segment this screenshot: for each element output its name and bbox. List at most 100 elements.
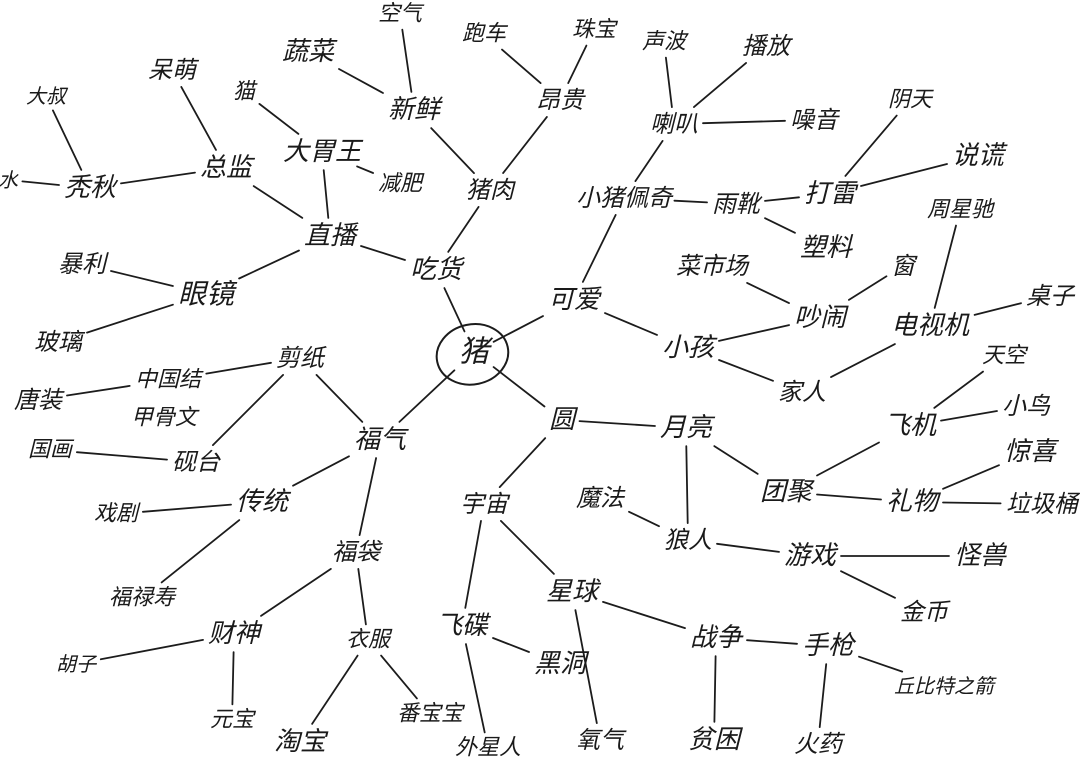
edge-yuan-yuzhou <box>498 437 547 489</box>
edge-qiuzhi-dahao <box>52 109 83 171</box>
node-center: 猪 <box>459 335 494 370</box>
edge-zhibo-zongjian <box>252 185 304 219</box>
edge-chaonao-chuanghu <box>848 275 888 301</box>
edge-chaonao-caishichang <box>746 281 790 305</box>
edge-dale-yintian <box>844 114 898 177</box>
edge-laba-zaoyin <box>702 119 786 125</box>
edge-chuantong-fulushou <box>160 519 241 584</box>
node-feiji: 飞机 <box>884 411 937 441</box>
edge-xinxian-kongqi <box>401 28 413 93</box>
node-shuohuang: 说谎 <box>952 141 1008 171</box>
node-langren: 狼人 <box>664 526 712 554</box>
node-jianfei: 减肥 <box>378 172 425 197</box>
edge-zhurou-xinxian <box>430 127 475 175</box>
node-tangzhuang: 唐装 <box>14 386 65 414</box>
node-fulushou: 福禄寿 <box>109 586 177 611</box>
edge-laba-chuanbo <box>693 62 747 108</box>
edge-fuqi-fudai <box>358 457 378 536</box>
edge-zongjian-qiuzhi <box>120 171 196 185</box>
edge-zhanzheng-shouqiang <box>746 639 798 645</box>
node-taobao: 淘宝 <box>274 727 329 757</box>
edge-yantai-guohua <box>76 451 168 461</box>
edge-xiaozhu-laba <box>634 139 664 183</box>
node-jiaguwen: 甲骨文 <box>131 406 200 431</box>
edge-qiuzhi-zuoedge <box>21 180 60 186</box>
mind-map-labels: 猪吃货猪肉昂贵珠宝跑车新鲜空气减肥大胃王蔬菜直播总监呆萌猫秃秋大叔水眼镜暴利玻璃… <box>0 2 1080 761</box>
edge-chihuo-zhurou <box>447 205 480 253</box>
edge-keai-xiaohai <box>604 312 658 336</box>
edge-zhibo-yanjing <box>238 249 300 280</box>
node-dianshi: 电视机 <box>891 311 970 341</box>
edge-yifu-fanbaobao <box>380 654 418 700</box>
node-dawei: 大胃王 <box>283 137 364 167</box>
mind-map-edges <box>21 28 1022 734</box>
edge-yueliang-tuanju <box>713 445 759 475</box>
node-xiaozhu: 小猪佩奇 <box>576 184 675 212</box>
node-zhanzheng: 战争 <box>690 623 744 653</box>
node-laba: 喇叭 <box>650 110 698 138</box>
node-maomeng: 呆萌 <box>148 56 200 84</box>
edge-xiaohai-jiaren <box>718 359 774 382</box>
edge-yuzhou-feidie <box>464 520 482 609</box>
node-yanjing: 眼镜 <box>178 278 238 311</box>
node-huoyao: 火药 <box>794 730 846 758</box>
edge-yuzhou-xingqiu <box>499 520 555 575</box>
node-zuoedge: 水 <box>0 168 19 192</box>
edge-xiaozhu-yuxie <box>673 199 708 204</box>
node-chuanbo: 播放 <box>742 32 794 60</box>
edge-center-fuqi <box>398 369 456 423</box>
edge-dawei-jianfei <box>356 165 375 174</box>
node-yuan: 圆 <box>549 405 579 435</box>
node-zhuozi: 桌子 <box>1026 282 1076 310</box>
node-jinbi: 金币 <box>900 598 951 626</box>
edge-fudai-yifu <box>357 568 367 626</box>
node-shengbo: 声波 <box>642 30 689 55</box>
edge-xingqiu-zhanzheng <box>602 601 686 629</box>
edge-yanjing-boli <box>86 303 174 334</box>
edge-fuqi-chuantong <box>292 455 350 487</box>
node-lajitong: 垃圾桶 <box>1006 490 1080 518</box>
node-qiubite: 丘比特之箭 <box>894 674 997 698</box>
node-pinkun: 贫困 <box>688 725 744 755</box>
edge-guihuo-paobu <box>501 48 542 84</box>
node-mofa: 魔法 <box>576 484 626 512</box>
node-chuantong: 传统 <box>236 487 292 517</box>
node-shucai: 蔬菜 <box>282 37 338 67</box>
node-yuzhou: 宇宙 <box>460 490 511 518</box>
node-jiaren: 家人 <box>778 378 826 406</box>
edge-feidie-heidong <box>492 637 530 653</box>
node-guohua: 国画 <box>28 438 75 463</box>
edge-yifu-taobao <box>311 654 359 725</box>
edge-zhibo-dawei <box>322 169 330 219</box>
node-tuanju: 团聚 <box>760 477 815 507</box>
node-fanbaobao: 番宝宝 <box>397 702 466 727</box>
node-chaonao: 吵闹 <box>794 303 849 333</box>
node-qiuzhi: 秃秋 <box>64 173 119 203</box>
node-zhoumo: 周星驰 <box>927 198 996 223</box>
node-yantai: 砚台 <box>172 448 221 476</box>
edge-yuan-yueliang <box>578 420 656 427</box>
edge-feiji-tiankong <box>933 370 984 409</box>
node-paobu: 跑车 <box>462 22 509 47</box>
node-caishen: 财神 <box>208 619 263 649</box>
node-yifu: 衣服 <box>346 628 393 653</box>
node-fudai: 福袋 <box>332 538 383 566</box>
node-fuqi: 福气 <box>354 425 409 455</box>
node-huzi: 胡子 <box>56 652 98 676</box>
node-tiankong: 天空 <box>982 344 1029 369</box>
node-zhubao: 珠宝 <box>572 18 619 43</box>
edge-dale-shuohuang <box>860 163 948 187</box>
edge-xinxian-shucai <box>338 68 384 94</box>
node-maoji: 猫 <box>233 80 258 105</box>
node-yuxie: 雨靴 <box>712 190 763 218</box>
edge-yuxie-dale <box>764 196 800 202</box>
edge-feidie-waixingren <box>464 643 486 734</box>
node-xingqiu: 星球 <box>546 577 602 607</box>
edge-chihuo-zhibo <box>360 245 406 261</box>
edge-laba-shengbo <box>665 56 673 108</box>
edge-yueliang-langren <box>685 445 689 524</box>
node-zhurou: 猪肉 <box>466 176 516 204</box>
edge-dianshi-zhoumo <box>933 224 957 309</box>
edge-zhanzheng-pinkun <box>713 655 717 723</box>
